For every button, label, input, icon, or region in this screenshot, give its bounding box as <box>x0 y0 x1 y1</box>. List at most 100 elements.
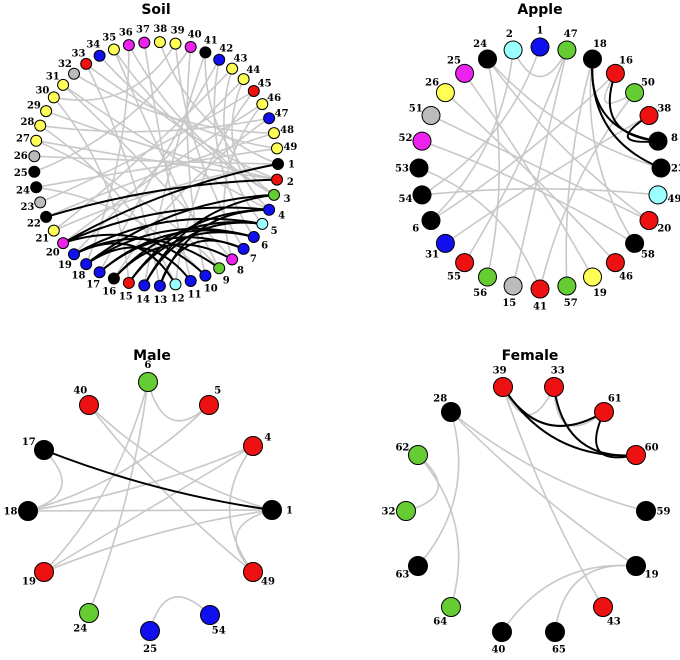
female-node-60[interactable] <box>626 445 646 465</box>
soil-node-15[interactable] <box>122 276 135 289</box>
soil-node-19[interactable] <box>68 248 80 261</box>
male-node-40[interactable] <box>79 395 99 415</box>
male-node-1[interactable] <box>262 500 282 520</box>
female-node-65[interactable] <box>545 622 565 642</box>
soil-node-14[interactable] <box>138 279 151 292</box>
soil-node-23[interactable] <box>34 196 47 209</box>
soil-node-12[interactable] <box>169 278 182 291</box>
soil-node-16[interactable] <box>107 272 120 285</box>
soil-node-36[interactable] <box>122 39 135 52</box>
female-node-43[interactable] <box>593 597 613 617</box>
female-node-61[interactable] <box>594 402 614 422</box>
apple-node-19[interactable] <box>583 267 602 287</box>
soil-node-42[interactable] <box>213 53 226 66</box>
apple-node-46[interactable] <box>605 253 625 273</box>
soil-node-35[interactable] <box>107 43 120 56</box>
soil-node-27[interactable] <box>30 134 43 147</box>
male-node-54[interactable] <box>200 605 220 625</box>
soil-node-6[interactable] <box>247 231 260 243</box>
apple-node-56[interactable] <box>478 267 497 287</box>
male-node-49[interactable] <box>243 562 263 582</box>
female-node-64[interactable] <box>441 597 461 617</box>
soil-node-1[interactable] <box>272 158 284 170</box>
female-node-33[interactable] <box>544 377 564 397</box>
female-node-59[interactable] <box>636 501 656 521</box>
soil-node-4[interactable] <box>263 203 276 216</box>
soil-node-30[interactable] <box>47 91 60 104</box>
soil-node-11[interactable] <box>184 275 197 287</box>
soil-node-44[interactable] <box>237 73 250 86</box>
soil-node-24[interactable] <box>30 181 43 194</box>
soil-node-38[interactable] <box>153 36 166 49</box>
soil-node-25[interactable] <box>28 165 41 178</box>
apple-node-15[interactable] <box>503 276 523 296</box>
apple-node-24[interactable] <box>478 49 497 69</box>
soil-node-40[interactable] <box>184 41 197 53</box>
soil-node-43[interactable] <box>226 62 239 75</box>
male-node-6[interactable] <box>138 372 158 392</box>
female-node-19[interactable] <box>626 556 646 576</box>
female-node-63[interactable] <box>408 556 428 576</box>
soil-node-34[interactable] <box>93 49 106 62</box>
male-node-4[interactable] <box>243 436 263 456</box>
apple-node-51[interactable] <box>421 106 441 125</box>
female-node-62[interactable] <box>408 445 428 465</box>
male-node-5[interactable] <box>199 395 219 415</box>
male-node-24[interactable] <box>79 603 99 623</box>
soil-node-5[interactable] <box>256 217 269 230</box>
soil-node-28[interactable] <box>34 119 47 132</box>
soil-node-2[interactable] <box>271 173 283 186</box>
apple-node-1[interactable] <box>530 37 550 57</box>
soil-node-7[interactable] <box>237 242 250 255</box>
soil-node-31[interactable] <box>57 78 70 91</box>
apple-node-2[interactable] <box>503 40 523 60</box>
apple-node-50[interactable] <box>625 83 645 103</box>
soil-node-33[interactable] <box>80 57 93 70</box>
soil-node-37[interactable] <box>138 36 151 49</box>
soil-node-10[interactable] <box>199 269 212 282</box>
apple-node-23[interactable] <box>651 158 671 178</box>
soil-node-3[interactable] <box>268 188 280 201</box>
soil-node-18[interactable] <box>80 258 93 271</box>
soil-node-13[interactable] <box>153 279 166 292</box>
female-node-32[interactable] <box>396 501 416 521</box>
soil-node-29[interactable] <box>40 105 53 118</box>
apple-node-49[interactable] <box>648 185 668 205</box>
female-node-39[interactable] <box>493 377 513 397</box>
apple-node-57[interactable] <box>557 276 577 296</box>
soil-node-22[interactable] <box>40 210 53 223</box>
soil-node-32[interactable] <box>68 67 80 80</box>
apple-node-16[interactable] <box>605 63 625 83</box>
soil-node-45[interactable] <box>247 85 260 97</box>
apple-node-18[interactable] <box>583 49 602 69</box>
apple-node-6[interactable] <box>421 211 441 230</box>
soil-node-21[interactable] <box>47 224 60 237</box>
soil-node-41[interactable] <box>199 46 212 59</box>
apple-node-47[interactable] <box>557 40 577 60</box>
apple-node-41[interactable] <box>530 279 550 299</box>
soil-node-8[interactable] <box>226 253 239 266</box>
apple-node-53[interactable] <box>409 158 429 178</box>
male-node-17[interactable] <box>34 440 54 460</box>
female-node-28[interactable] <box>441 402 461 422</box>
male-node-18[interactable] <box>18 501 38 521</box>
soil-node-48[interactable] <box>268 127 280 140</box>
apple-node-25[interactable] <box>455 63 475 83</box>
soil-node-46[interactable] <box>256 98 269 111</box>
apple-node-52[interactable] <box>412 131 432 151</box>
soil-node-17[interactable] <box>93 266 106 279</box>
soil-node-9[interactable] <box>213 262 226 275</box>
male-node-25[interactable] <box>140 621 160 641</box>
apple-node-20[interactable] <box>639 211 659 230</box>
soil-node-26[interactable] <box>28 150 41 163</box>
apple-node-26[interactable] <box>435 83 455 103</box>
apple-node-38[interactable] <box>639 106 659 125</box>
apple-node-31[interactable] <box>435 233 455 253</box>
apple-node-54[interactable] <box>412 185 432 205</box>
female-node-40[interactable] <box>492 622 512 642</box>
soil-node-20[interactable] <box>57 237 70 250</box>
apple-node-58[interactable] <box>625 233 645 253</box>
apple-node-55[interactable] <box>455 253 475 273</box>
male-node-19[interactable] <box>34 562 54 582</box>
soil-node-47[interactable] <box>263 112 276 125</box>
